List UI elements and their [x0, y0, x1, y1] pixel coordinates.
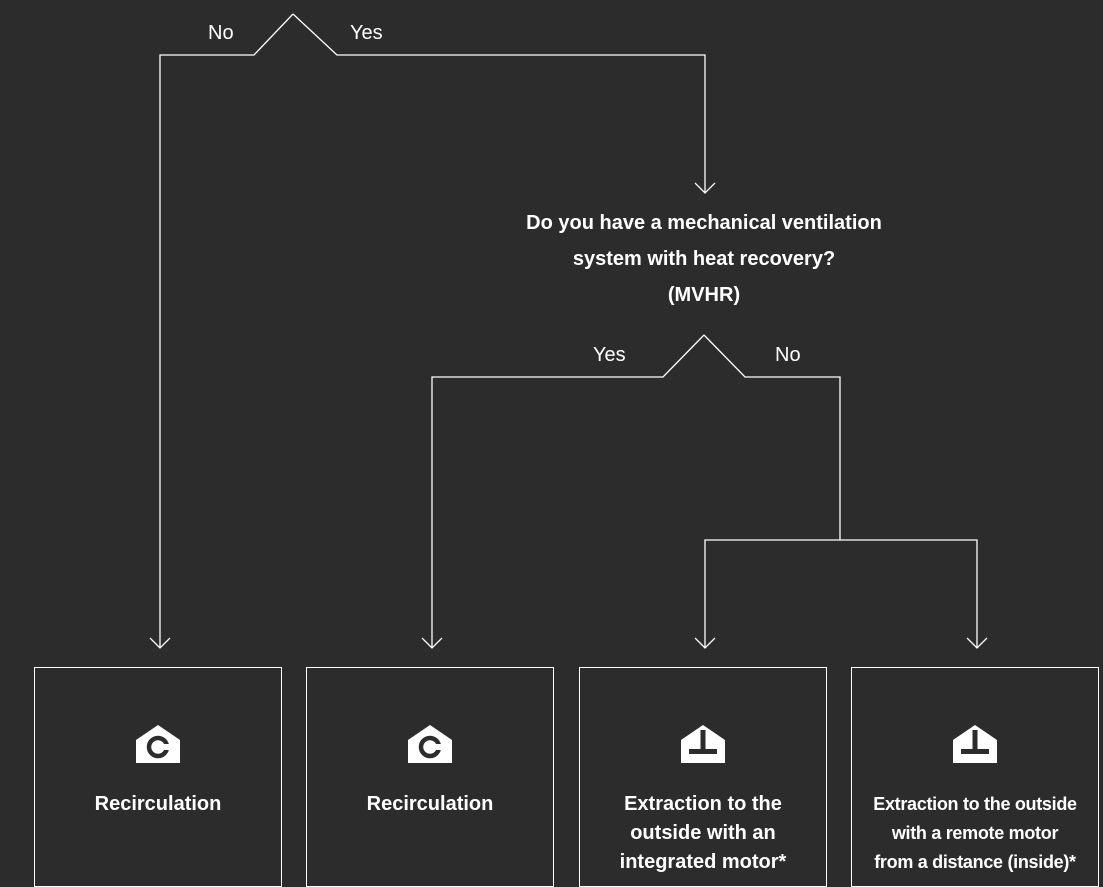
connector-top-no: [159, 13, 294, 648]
branch-label-no: No: [775, 344, 801, 366]
outcome-title: Recirculation: [307, 790, 553, 819]
arrowhead: [421, 637, 443, 649]
outcome-title-line: outside with an: [630, 822, 776, 844]
house-extraction-icon: [852, 724, 1098, 764]
house-recirculation-icon: [35, 724, 281, 764]
outcome-title-line: from a distance (inside)*: [874, 852, 1076, 872]
arrowhead: [149, 637, 171, 649]
branch-label-yes: Yes: [350, 22, 383, 44]
mvhr-question: Do you have a mechanical ventilation sys…: [484, 205, 924, 313]
house-extraction-icon: [580, 724, 826, 764]
outcome-card-extraction-integrated: Extraction to the outside with an integr…: [579, 667, 827, 887]
outcome-title: Extraction to the outside with an integr…: [580, 790, 826, 877]
outcome-title-line: Recirculation: [366, 793, 494, 815]
arrowhead: [966, 637, 988, 649]
outcome-title-line: integrated motor*: [619, 851, 787, 873]
connector-mvhr-yes: [431, 334, 705, 648]
question-line: Do you have a mechanical ventilation: [526, 212, 882, 234]
outcome-title-line: Recirculation: [94, 793, 222, 815]
outcome-card-recirculation-mvhr: Recirculation: [306, 667, 554, 887]
question-line: system with heat recovery?: [572, 248, 836, 270]
connector-split: [704, 539, 978, 648]
outcome-card-recirculation-no-mvhr: Recirculation: [34, 667, 282, 887]
arrowhead: [694, 637, 716, 649]
outcome-title-line: Extraction to the outside: [873, 794, 1077, 814]
outcome-title-line: with a remote motor: [891, 823, 1059, 843]
house-recirculation-icon: [307, 724, 553, 764]
outcome-title: Recirculation: [35, 790, 281, 819]
branch-label-no: No: [208, 22, 234, 44]
connector-top-yes: [292, 13, 706, 193]
question-line: (MVHR): [667, 284, 741, 306]
outcome-title-line: Extraction to the: [624, 793, 782, 815]
outcome-card-extraction-remote: Extraction to the outside with a remote …: [851, 667, 1099, 887]
connector-mvhr-no: [703, 334, 841, 540]
arrowhead: [694, 182, 716, 194]
branch-label-yes: Yes: [593, 344, 626, 366]
outcome-title: Extraction to the outside with a remote …: [852, 790, 1098, 877]
